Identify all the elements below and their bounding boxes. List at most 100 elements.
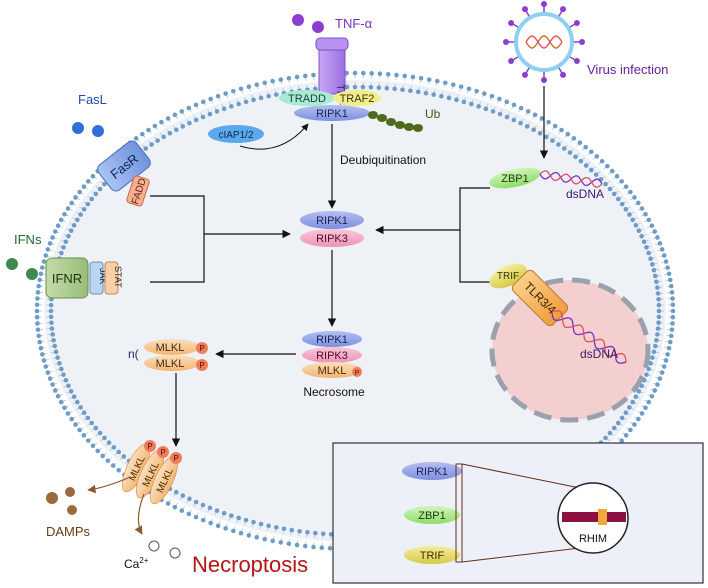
lipid-head [670,321,675,326]
lipid-head [504,114,510,120]
lipid-head [254,82,260,87]
lipid-head [461,99,467,105]
lipid-head [45,370,51,375]
lipid-head [238,86,244,92]
necrosome-ripk1-label: RIPK1 [316,334,348,346]
lipid-head [81,410,87,415]
rhim-inset: RIPK1 ZBP1 TRIF RHIM [332,442,704,584]
lipid-head [571,136,577,141]
lipid-head [40,265,45,270]
lipid-head [49,326,55,331]
lipid-head [669,290,675,295]
ripk1-tnfr-label: RIPK1 [316,108,348,120]
lipid-head [207,505,213,511]
lipid-head [116,467,121,473]
lipid-head [668,333,674,339]
lipid-head [518,120,523,126]
lipid-head [61,372,66,377]
damp-dot [67,505,77,515]
traf2-label: TRAF2 [340,93,375,105]
lipid-head [531,127,536,133]
tnf-ligand-dot [292,14,304,26]
lipid-head [106,440,112,445]
necrosome-ripk1-ellipse [302,331,362,347]
lipid-head [59,366,64,372]
lipid-head [246,84,252,89]
lipid-head [61,245,66,250]
lipid-head [630,399,636,405]
lipid-head [66,383,71,389]
lipid-head [352,70,358,76]
lipid-head [327,545,333,551]
phospho-circle [144,440,156,452]
inset-ripk1-ellipse [402,462,462,480]
lipid-head [313,530,318,536]
lipid-head [639,411,645,416]
lipid-head [149,142,154,147]
lipid-head [278,77,284,82]
lipid-head [623,184,629,189]
lipid-head [58,399,64,405]
lipid-head [439,93,444,99]
lipid-head [274,92,279,97]
lipid-head [546,119,551,125]
stat-box: STAT [104,261,123,295]
zbp1-ellipse [489,167,541,189]
lipid-head [539,116,545,121]
lipid-head [670,302,676,308]
lipid-head [258,95,264,101]
dsdna-top-label: dsDNA [566,187,604,201]
lipid-head [377,71,383,77]
calcium-label: Ca2+ [124,556,149,571]
lipid-head [524,124,530,129]
lipid-head [229,513,234,518]
lipid-head [179,109,185,114]
lipid-head [458,84,464,89]
ubiquitin-chain [368,111,423,132]
lipid-head [36,333,42,339]
lipid-head [537,130,543,136]
dna-strand [551,310,627,363]
lipid-head [47,241,53,246]
lipid-head [193,102,199,108]
lipid-head [187,120,192,126]
lipid-head [85,415,91,421]
lipid-head [81,433,87,438]
lipid-head [133,136,139,141]
damps-label: DAMPs [46,524,91,539]
lipid-head [561,146,567,151]
lipid-head [611,191,617,197]
lipid-head [57,360,62,366]
lipid-head [511,117,517,123]
lipid-head [392,86,397,92]
lipid-head [652,273,658,279]
lipid-head [360,84,366,90]
lipid-head [289,527,295,533]
lipid-head [670,308,676,314]
lipid-head [55,393,61,399]
lipid-head [483,106,489,112]
lipid-head [90,443,96,449]
lipid-head [589,149,594,155]
inset-zbp1-label: ZBP1 [418,510,446,522]
necrosome-ripk3-ellipse [302,347,362,363]
phospho-label: P [147,442,152,451]
lipid-head [180,124,186,129]
ifnr-receptor: IFNR [45,257,89,299]
lipid-head [297,528,302,534]
lipid-head [41,358,47,363]
lipid-head [532,112,538,118]
ripk3-center-label: RIPK3 [316,233,348,245]
zoom-line [461,547,581,563]
ripk1-center-label: RIPK1 [316,215,348,227]
virus-particle [503,1,585,83]
lipid-head [48,302,54,308]
lipid-head [62,211,67,217]
lipid-head [200,502,206,508]
lipid-head [40,352,45,357]
traf2-ellipse [333,90,381,106]
phospho-circle [196,359,208,371]
virus-spike-head [522,71,528,78]
lipid-head [36,283,42,289]
